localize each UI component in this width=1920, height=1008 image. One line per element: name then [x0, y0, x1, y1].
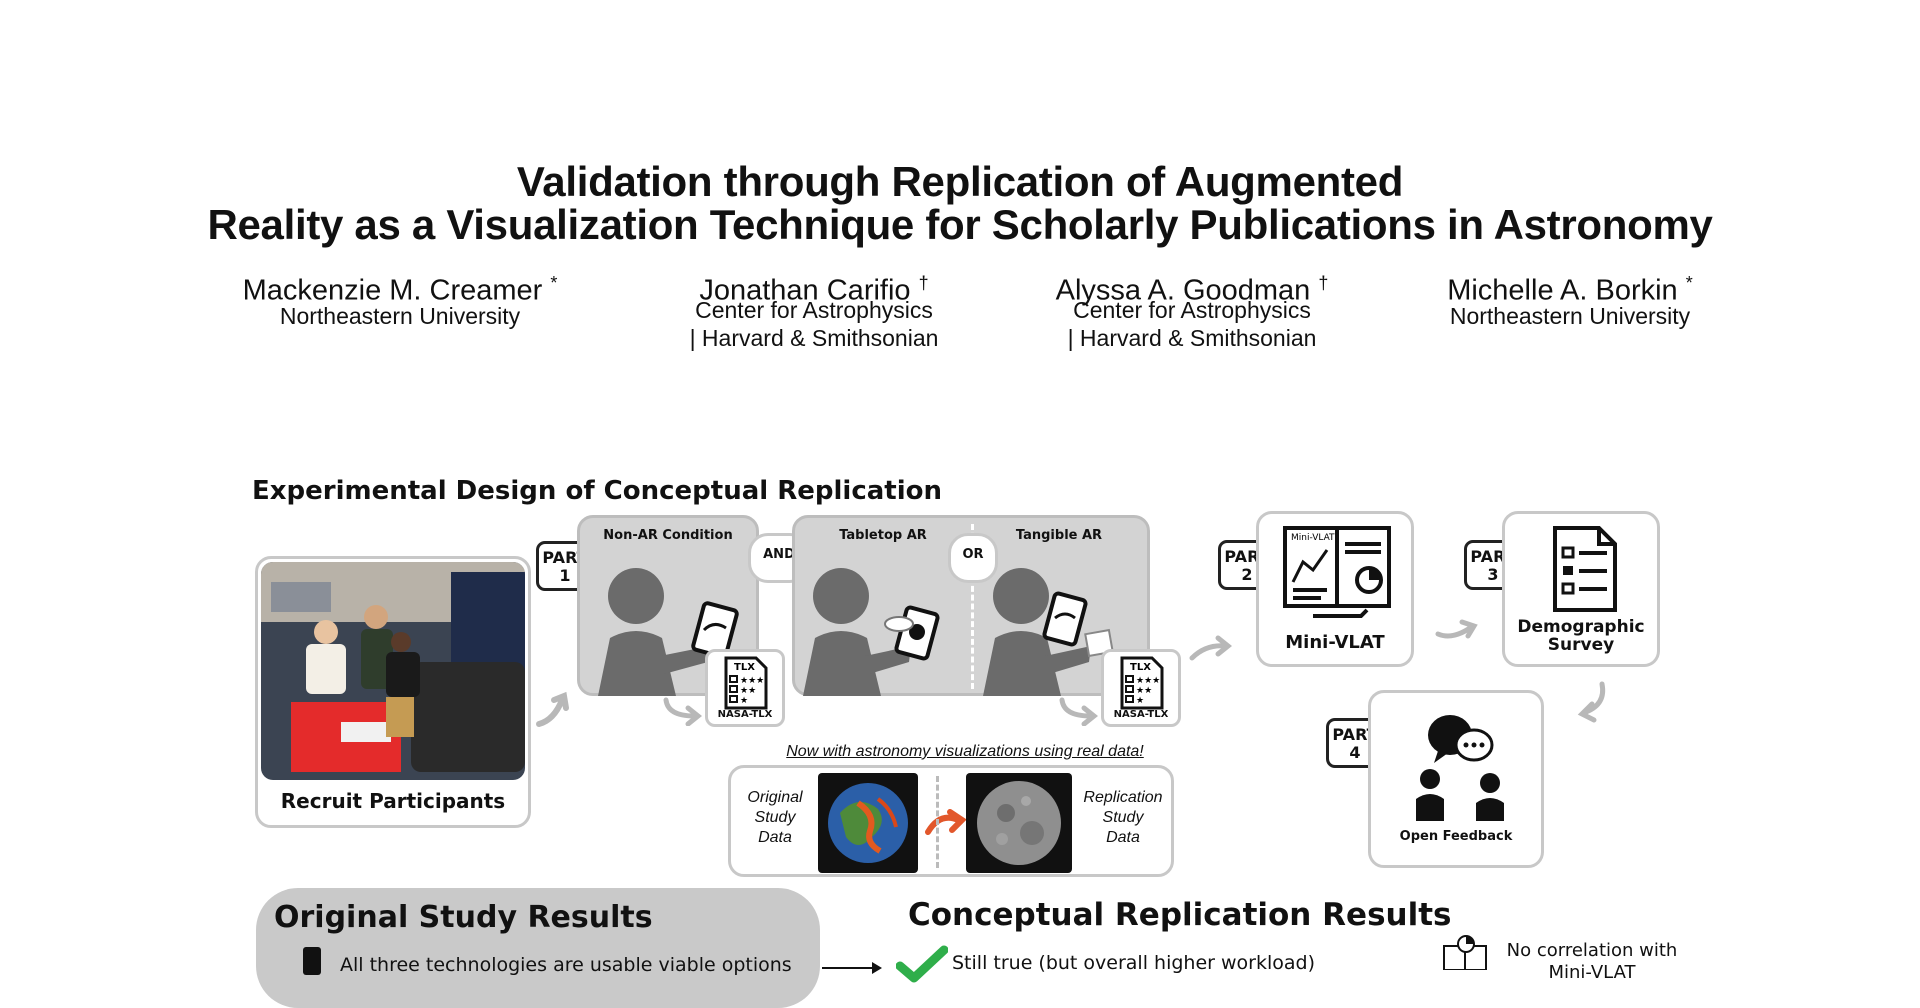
minivlat-label: Mini-VLAT [1285, 632, 1385, 653]
person-tangible-icon [983, 568, 1114, 696]
author-3: Alyssa A. Goodman † [992, 268, 1392, 306]
author-3-affiliation-2: | Harvard & Smithsonian [1067, 325, 1317, 351]
tlx-label: NASA-TLX [1113, 709, 1169, 720]
side-note-line-2: Mini-VLAT [1548, 962, 1636, 983]
phone-icon [303, 947, 321, 975]
result-arrow [822, 962, 882, 974]
book-chart-small-icon [1443, 935, 1487, 970]
or-connector: OR [948, 533, 998, 583]
data-comparison-card: Original Study Data Replication Study Da… [728, 765, 1174, 877]
moon-image [966, 773, 1072, 873]
author-1-affiliation: Northeastern University [279, 303, 521, 329]
flow-arrow-2 [1189, 635, 1233, 661]
author-1: Mackenzie M. Creamer * [200, 268, 600, 306]
replication-data-word: Replication [1083, 789, 1163, 806]
non-ar-panel: Non-AR Condition [577, 515, 759, 696]
svg-text:★★★: ★★★ [740, 675, 764, 685]
minivlat-card: Mini-VLAT Mini-VLAT [1256, 511, 1414, 667]
book-chart-icon: Mini-VLAT [1283, 526, 1391, 618]
design-heading: Experimental Design of Conceptual Replic… [252, 476, 943, 506]
author-mark: † [1318, 273, 1329, 293]
astro-note: Now with astronomy visualizations using … [786, 743, 1144, 760]
side-note: No correlation with Mini-VLAT [1492, 940, 1692, 984]
demographic-line-2: Survey [1547, 635, 1615, 655]
tangible-label: Tangible AR [1015, 528, 1103, 543]
recruit-photo [261, 562, 525, 780]
flow-arrow-tlx-1 [663, 697, 703, 726]
original-data-word: Study [754, 809, 796, 826]
check-icon [896, 945, 948, 983]
title-line-1: Validation through Replication of Augmen… [516, 158, 1404, 205]
original-data-label: Original Study Data [733, 788, 817, 848]
flow-arrow-3 [1435, 619, 1478, 639]
nasa-tlx-card-2: TLX ★★★ ★★ ★ NASA-TLX [1101, 649, 1181, 727]
original-results-panel: Original Study Results All three technol… [256, 888, 820, 1008]
tabletop-label: Tabletop AR [839, 528, 927, 543]
demographic-label: Demographic Survey [1505, 618, 1657, 654]
flow-arrow-1 [536, 691, 569, 727]
demographic-line-1: Demographic [1517, 617, 1645, 637]
replication-results-heading: Conceptual Replication Results [908, 897, 1452, 933]
replication-data-word: Data [1106, 829, 1140, 846]
original-results-heading: Original Study Results [274, 900, 653, 935]
replication-data-label: Replication Study Data [1073, 788, 1173, 848]
demographic-card: Demographic Survey [1502, 511, 1660, 667]
part-number: 1 [559, 566, 571, 585]
open-feedback-label: Open Feedback [1399, 829, 1513, 844]
author-2-affiliation-1: Center for Astrophysics [695, 297, 933, 323]
part-number: 4 [1349, 743, 1361, 762]
clipboard-checklist-icon [1553, 526, 1617, 612]
part-number: 2 [1241, 565, 1253, 584]
non-ar-label: Non-AR Condition [603, 528, 733, 543]
author-mark: * [1685, 273, 1693, 293]
author-4: Michelle A. Borkin * [1370, 268, 1770, 306]
svg-text:★★: ★★ [740, 685, 756, 695]
author-name: Alyssa A. Goodman [1055, 274, 1311, 307]
questionnaire-icon: TLX ★★★ ★★ ★ [724, 656, 768, 710]
replication-data-word: Study [1102, 809, 1144, 826]
earth-image [818, 773, 918, 873]
svg-text:★: ★ [740, 695, 748, 705]
recruit-label: Recruit Participants [280, 789, 506, 813]
flow-arrow-tlx-2 [1059, 697, 1099, 726]
replication-result-1: Still true (but overall higher workload) [952, 952, 1315, 974]
author-2: Jonathan Carifio † [614, 268, 1014, 306]
author-mark: * [550, 273, 558, 293]
replication-arrow-icon [925, 809, 967, 835]
data-divider [936, 776, 939, 868]
speech-people-icon [1416, 715, 1504, 821]
nasa-tlx-card-1: TLX ★★★ ★★ ★ NASA-TLX [705, 649, 785, 727]
questionnaire-icon: TLX ★★★ ★★ ★ [1120, 656, 1164, 710]
tlx-icon-text: TLX [734, 662, 755, 673]
author-name: Mackenzie M. Creamer [242, 274, 543, 307]
side-note-line-1: No correlation with [1506, 940, 1678, 961]
title-line-2: Reality as a Visualization Technique for… [207, 201, 1713, 248]
author-name: Jonathan Carifio [699, 274, 911, 307]
part-word: PART [542, 548, 588, 567]
open-feedback-card: Open Feedback [1368, 690, 1544, 868]
part-word: PART [1332, 725, 1378, 744]
person-tabletop-icon [803, 568, 940, 696]
original-result-1: All three technologies are usable viable… [340, 954, 792, 976]
author-4-affiliation: Northeastern University [1449, 303, 1691, 329]
author-2-affiliation-2: | Harvard & Smithsonian [689, 325, 939, 351]
original-data-word: Original [747, 789, 803, 806]
flow-arrow-4 [1577, 681, 1606, 723]
part-number: 3 [1487, 565, 1499, 584]
original-data-word: Data [758, 829, 792, 846]
author-name: Michelle A. Borkin [1447, 274, 1678, 307]
minivlat-icon-text: Mini-VLAT [1291, 533, 1335, 543]
author-3-affiliation-1: Center for Astrophysics [1073, 297, 1311, 323]
author-mark: † [918, 273, 929, 293]
svg-text:★★★: ★★★ [1136, 675, 1160, 685]
divider [971, 524, 974, 689]
svg-text:★★: ★★ [1136, 685, 1152, 695]
tlx-icon-text: TLX [1130, 662, 1151, 673]
recruit-card: Recruit Participants [255, 556, 531, 828]
svg-text:★: ★ [1136, 695, 1144, 705]
person-tablet-icon [598, 568, 739, 696]
tlx-label: NASA-TLX [717, 709, 773, 720]
